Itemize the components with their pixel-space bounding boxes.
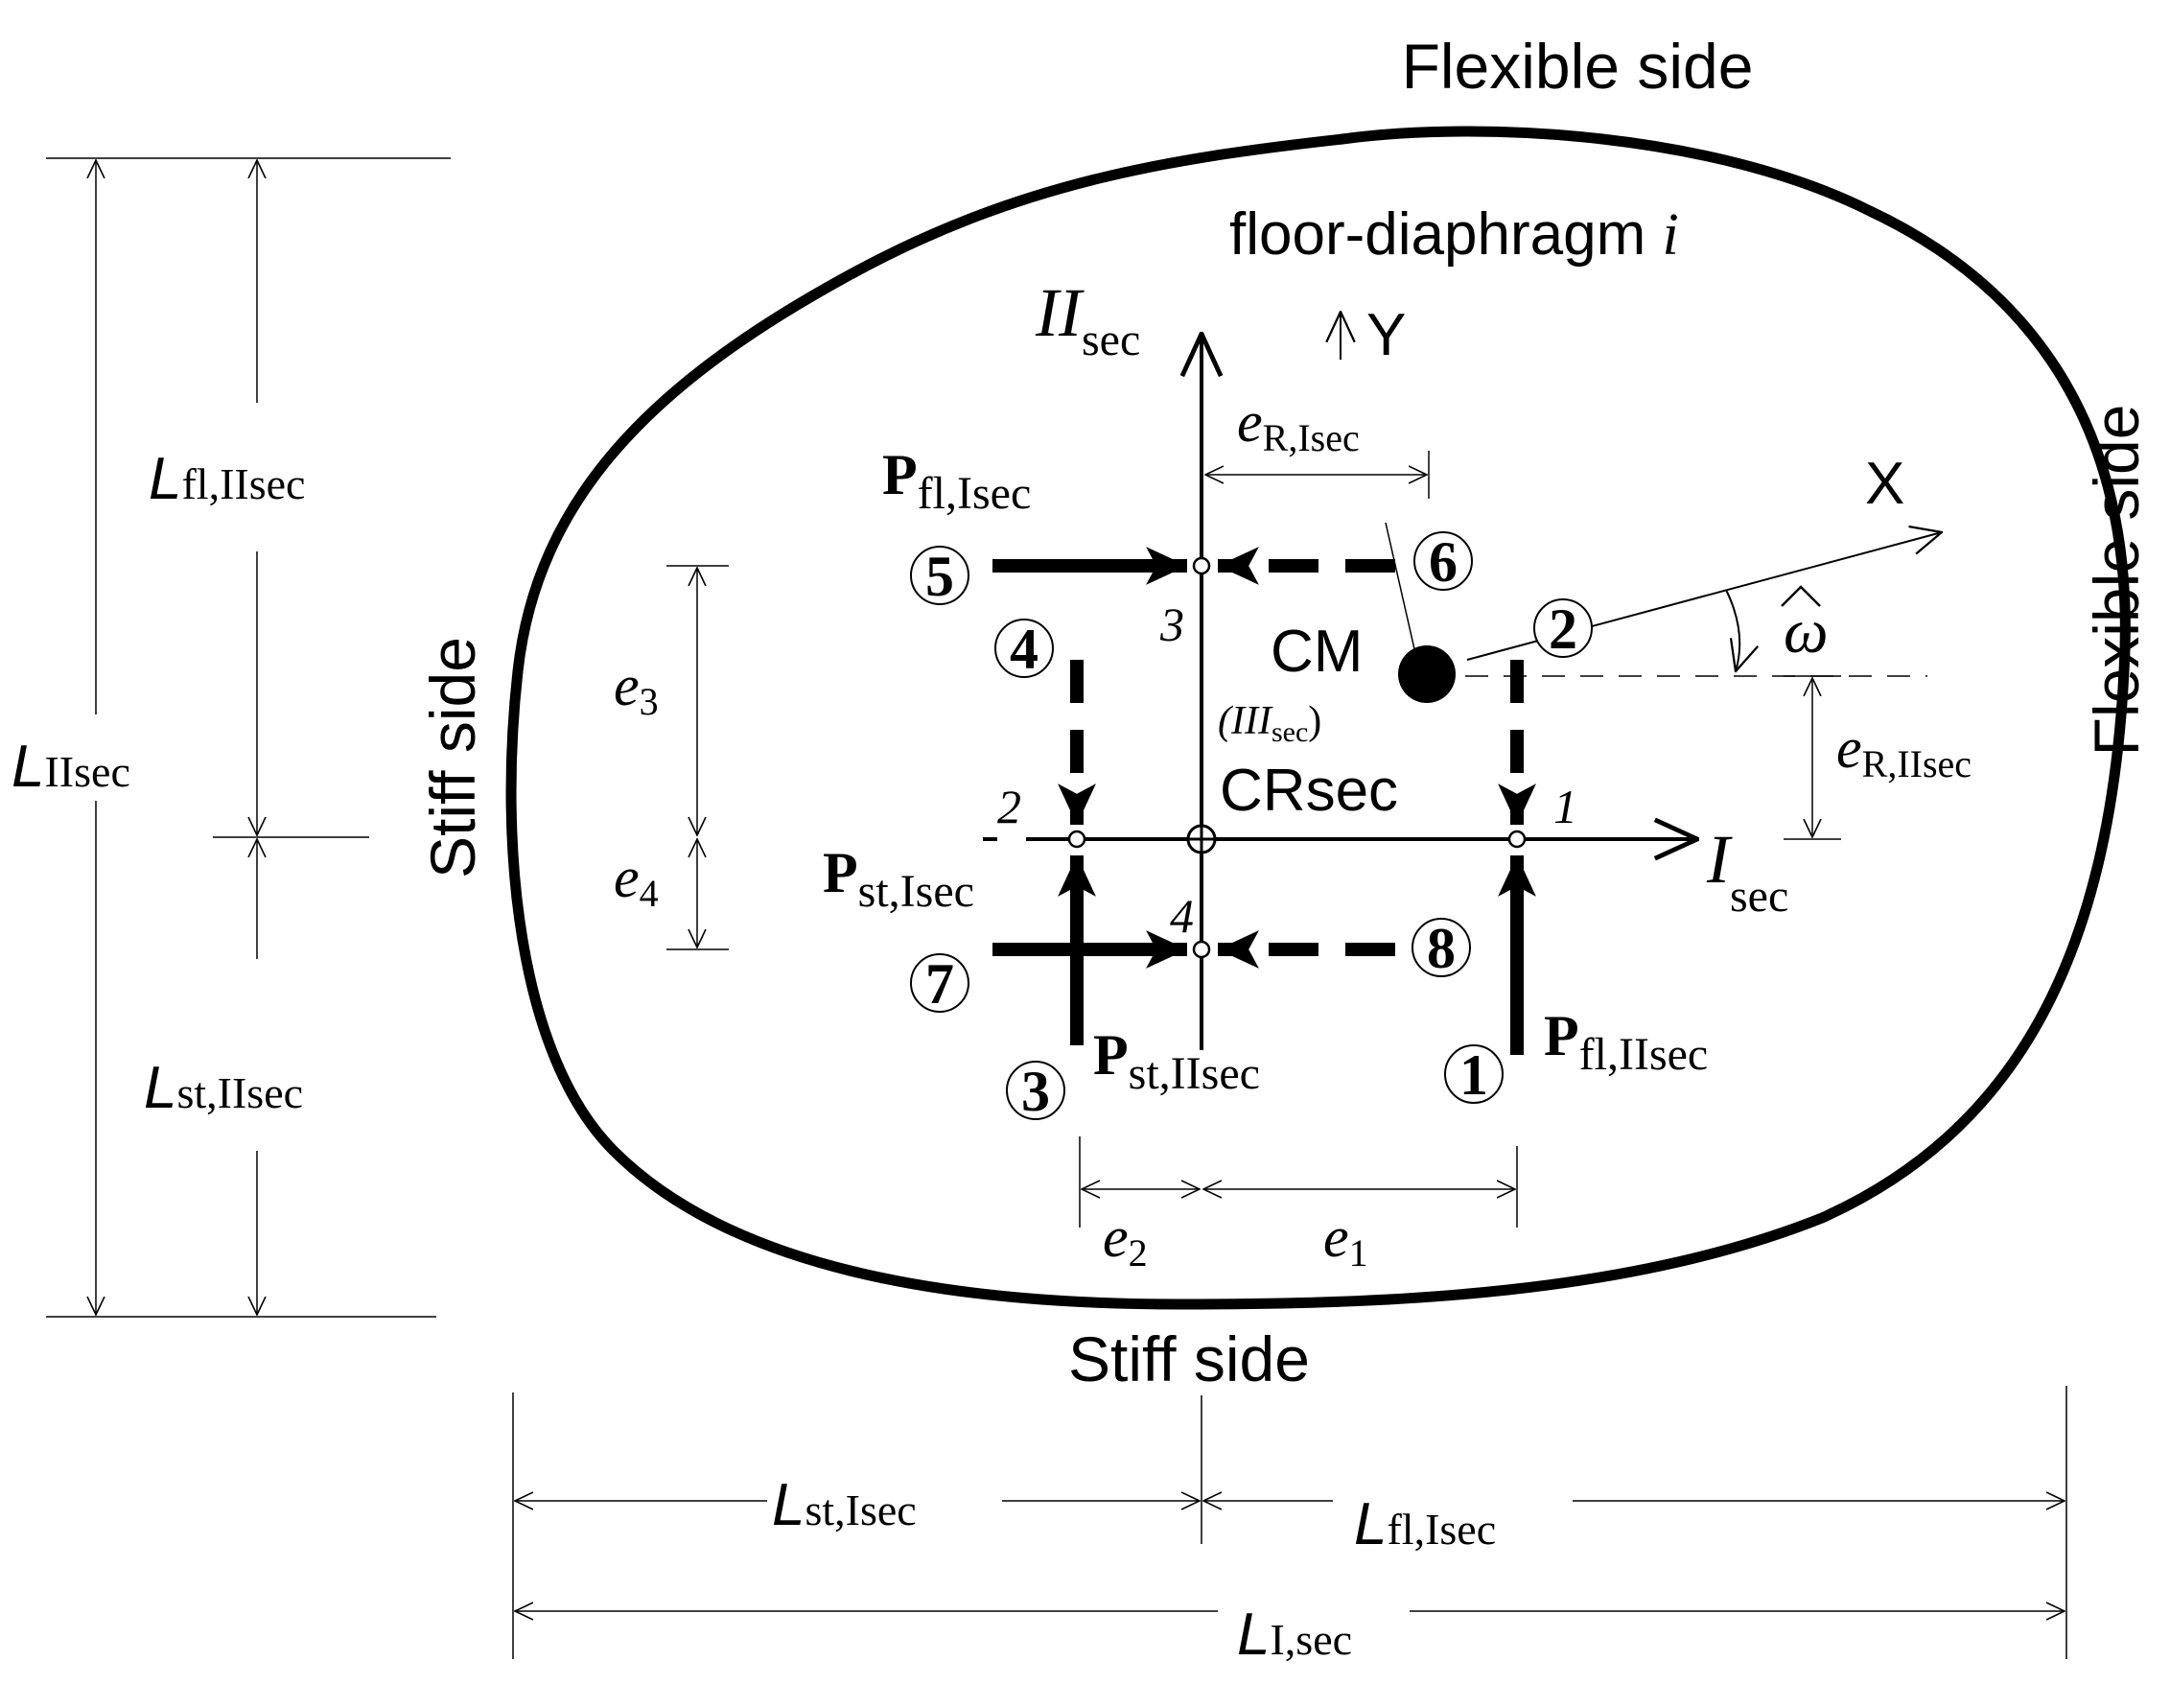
load-case-markers: 1 2 3 4 5 6 7 8 <box>910 530 1593 1123</box>
point-4-label: 4 <box>1170 889 1194 943</box>
load-case-8: 8 <box>1412 917 1471 980</box>
force-arrows <box>992 547 1536 1055</box>
point-2 <box>1067 830 1086 849</box>
L-fl-Isec-label: Lfl,Isec <box>1354 1491 1496 1557</box>
stiff-side-bottom-label: Stiff side <box>1068 1323 1310 1394</box>
cr-point <box>1186 824 1217 854</box>
svg-text:5: 5 <box>925 545 954 608</box>
axis-II-label: IIsec <box>1035 274 1140 365</box>
cr-label: CRsec <box>1220 758 1398 824</box>
e3-label: e3 <box>614 654 659 723</box>
e3-e4-dimensions <box>666 565 729 950</box>
load-case-6: 6 <box>1413 530 1473 594</box>
L-fl-IIsec-label: Lfl,IIsec <box>149 446 305 512</box>
svg-text:3: 3 <box>1021 1060 1050 1123</box>
L-st-IIsec-label: Lst,IIsec <box>144 1055 303 1121</box>
bottom-dimensions <box>512 1386 2067 1659</box>
diaphragm-outline <box>505 126 2131 1310</box>
axis-I-label: Isec <box>1706 821 1788 922</box>
eR-IIsec-label: eR,IIsec <box>1836 716 1972 785</box>
point-3-label: 3 <box>1159 597 1184 651</box>
P-fl-Isec-label: Pfl,Isec <box>882 443 1031 519</box>
cm-label: CM <box>1271 619 1363 685</box>
point-1 <box>1507 830 1527 849</box>
omega-label: ω <box>1784 597 1829 667</box>
omega-hat <box>1781 585 1821 607</box>
svg-text:1: 1 <box>1459 1043 1488 1107</box>
svg-text:6: 6 <box>1429 530 1458 594</box>
point-3 <box>1192 556 1211 575</box>
e4-label: e4 <box>614 846 659 915</box>
stiff-side-left-label: Stiff side <box>417 637 488 878</box>
cm-leader <box>1385 522 1418 663</box>
diaphragm-title: floor-diaphragm i <box>1229 201 1679 268</box>
e1-e2-dimensions <box>1079 1136 1518 1228</box>
load-case-7: 7 <box>910 952 969 1016</box>
load-case-2: 2 <box>1533 597 1593 661</box>
L-IIsec-label: LIIsec <box>12 734 130 800</box>
point-1-label: 1 <box>1553 780 1577 833</box>
point-2-label: 2 <box>997 780 1021 833</box>
eR-Isec-label: eR,Isec <box>1237 390 1360 459</box>
eR-Isec-dimension <box>1205 451 1430 499</box>
svg-text:4: 4 <box>1010 618 1038 681</box>
L-st-Isec-label: Lst,Isec <box>772 1472 917 1538</box>
svg-text:2: 2 <box>1549 597 1577 661</box>
load-case-4: 4 <box>994 618 1054 681</box>
cm-point <box>1398 645 1456 703</box>
L-I-sec-label: LI,sec <box>1237 1602 1352 1668</box>
axis-X-label: X <box>1865 451 1904 517</box>
point-4 <box>1192 940 1211 959</box>
P-st-Isec-label: Pst,Isec <box>823 841 974 917</box>
P-fl-IIsec-label: Pfl,IIsec <box>1544 1004 1708 1080</box>
P-st-IIsec-label: Pst,IIsec <box>1093 1023 1260 1099</box>
axis-Y-label: Y <box>1366 302 1406 368</box>
left-dimensions <box>46 157 451 1318</box>
third-axis-label: (IIIsec) <box>1218 699 1321 748</box>
load-case-1: 1 <box>1444 1043 1504 1107</box>
svg-text:7: 7 <box>925 952 954 1016</box>
load-case-5: 5 <box>910 545 969 608</box>
e2-label: e2 <box>1103 1205 1148 1275</box>
application-points <box>1067 556 1527 959</box>
eR-IIsec-dimension <box>1465 675 1927 840</box>
flexible-side-top-label: Flexible side <box>1402 31 1754 102</box>
load-case-3: 3 <box>1006 1060 1065 1123</box>
e1-label: e1 <box>1323 1205 1368 1275</box>
flexible-side-right-label: Flexible side <box>2081 405 2152 757</box>
rotation-arc <box>1725 589 1739 671</box>
svg-text:8: 8 <box>1427 917 1456 980</box>
